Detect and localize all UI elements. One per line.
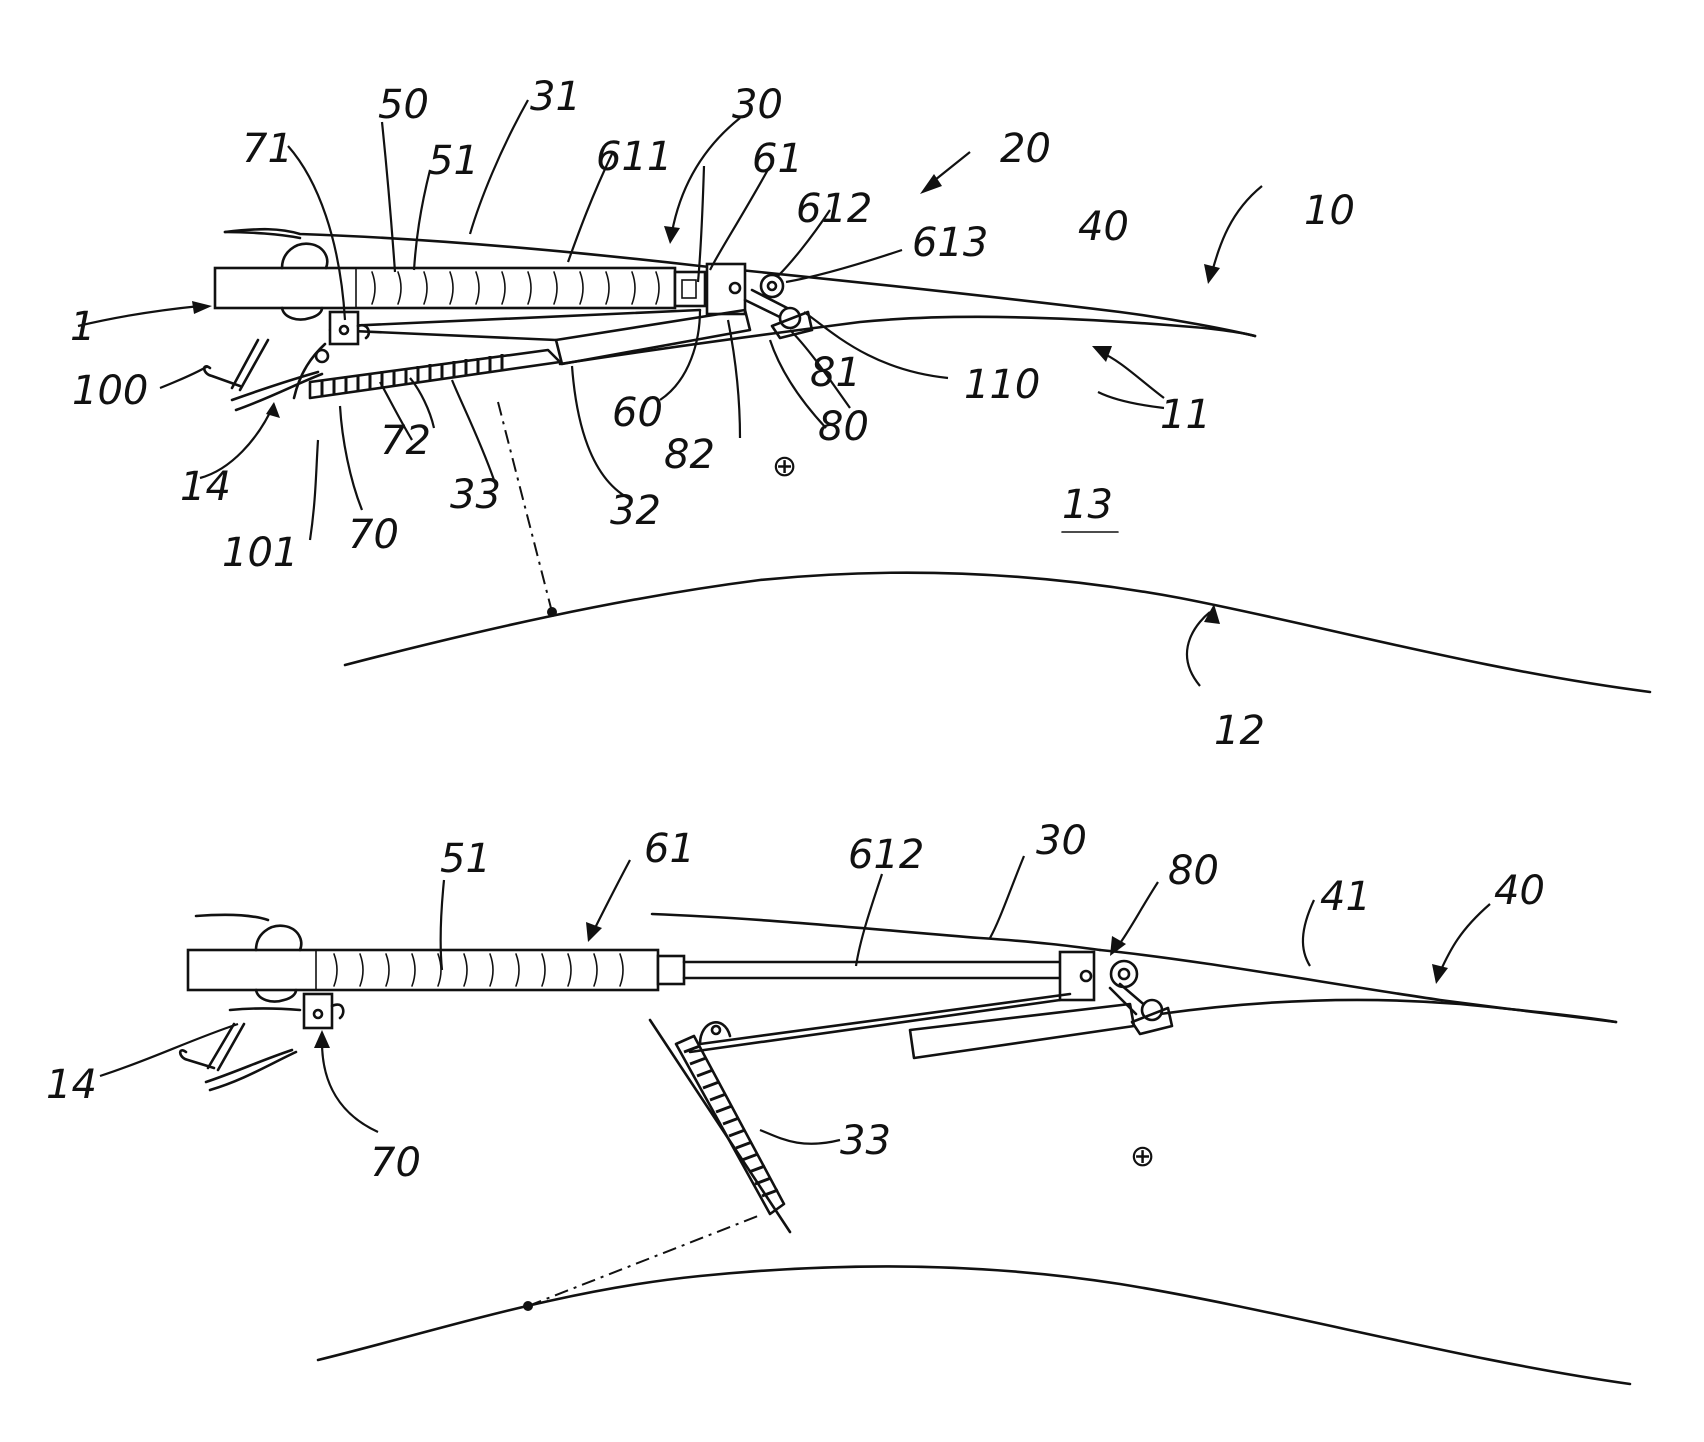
label-51: 51 xyxy=(428,138,479,184)
label-82: 82 xyxy=(664,432,715,478)
label-20: 20 xyxy=(1000,126,1051,172)
label-60: 60 xyxy=(612,390,663,436)
arrow-70-bottom xyxy=(322,1042,378,1132)
rod-end-bracket-bottom xyxy=(1060,952,1094,1000)
arrow-61-bottom xyxy=(594,860,630,930)
link-lug-pin xyxy=(712,1026,720,1034)
label-14: 14 xyxy=(180,464,231,510)
label-100: 100 xyxy=(72,368,148,414)
label-61: 61 xyxy=(752,136,803,182)
nacelle-upper-stub xyxy=(225,232,300,238)
label-101: 101 xyxy=(222,530,298,576)
actuator-mount-bottom xyxy=(256,926,301,950)
center-mark-top: ⊕ xyxy=(772,449,797,484)
label-11: 11 xyxy=(1160,392,1211,438)
arrow-40-bottom-head xyxy=(1432,964,1448,984)
fitting-hook xyxy=(204,366,240,386)
inner-fixed-structure-bottom xyxy=(318,1266,1630,1384)
arrow-10-head xyxy=(1204,264,1220,284)
label-10: 10 xyxy=(1304,188,1355,234)
arrow-40-bottom xyxy=(1440,904,1490,972)
label-31: 31 xyxy=(530,74,581,120)
motion-path-top xyxy=(498,402,552,612)
center-mark-bottom: ⊕ xyxy=(1130,1139,1155,1174)
label-70: 70 xyxy=(348,512,399,558)
label-1: 1 xyxy=(70,304,95,350)
motion-path-bottom xyxy=(528,1216,758,1306)
fitting-hook-bottom xyxy=(180,1050,214,1068)
pivot-613-outer xyxy=(761,275,783,297)
figure-top: ⊕ xyxy=(70,74,1650,754)
actuator-mount-lower xyxy=(282,308,322,320)
label-40: 40 xyxy=(1078,204,1129,250)
actuator-mount-lower-bottom xyxy=(256,990,296,1002)
fitting-link-bottom xyxy=(230,1009,300,1011)
label-14-bottom: 14 xyxy=(46,1062,97,1108)
fitting-100 xyxy=(232,340,268,390)
label-30: 30 xyxy=(732,82,783,128)
arrow-11 xyxy=(1100,352,1164,398)
label-61-bottom: 61 xyxy=(644,826,695,872)
label-50: 50 xyxy=(378,82,429,128)
fitting-bottom xyxy=(208,1024,244,1070)
label-80-bottom: 80 xyxy=(1168,848,1219,894)
actuator-cylinder-bottom xyxy=(188,950,658,990)
label-12: 12 xyxy=(1214,708,1265,754)
transcowl-panel-32 xyxy=(556,310,750,364)
label-71: 71 xyxy=(242,126,293,172)
inner-fixed-structure xyxy=(345,573,1650,692)
arrow-30-head xyxy=(664,226,680,244)
arrow-80-bottom xyxy=(1118,882,1158,946)
label-32: 32 xyxy=(610,488,661,534)
arrow-1 xyxy=(192,301,212,314)
label-13: 13 xyxy=(1062,482,1113,528)
label-611: 611 xyxy=(596,134,672,180)
label-110: 110 xyxy=(964,362,1040,408)
figure-bottom: ⊕ 14 51 61 612 30 80 41 40 33 xyxy=(46,818,1630,1384)
actuator-mount xyxy=(282,244,327,268)
label-33: 33 xyxy=(450,472,501,518)
inner-duct-wall-bottom xyxy=(1160,1000,1616,1022)
label-612: 612 xyxy=(796,186,872,232)
label-72: 72 xyxy=(380,418,431,464)
arrow-30 xyxy=(672,118,740,232)
label-51-bottom: 51 xyxy=(440,836,491,882)
arrow-11-head xyxy=(1092,346,1112,362)
label-70-bottom: 70 xyxy=(370,1140,421,1186)
label-33-bottom: 33 xyxy=(840,1118,891,1164)
pivot-100 xyxy=(316,350,328,362)
label-81: 81 xyxy=(810,350,861,396)
arrow-61-bottom-head xyxy=(586,922,602,942)
fitting-curve-bottom xyxy=(206,1050,296,1090)
outer-cowl-line-bottom xyxy=(652,914,1100,950)
pivot-80-outer xyxy=(1111,961,1137,987)
arrow-10 xyxy=(1212,186,1262,272)
label-41-bottom: 41 xyxy=(1320,874,1371,920)
nacelle-upper-stub-bottom xyxy=(196,915,268,920)
rod-collar xyxy=(658,956,684,984)
label-30-bottom: 30 xyxy=(1036,818,1087,864)
label-613: 613 xyxy=(912,220,988,266)
arrow-70-bottom-head xyxy=(314,1030,330,1048)
label-40-bottom: 40 xyxy=(1494,868,1545,914)
lock-hook-bottom xyxy=(332,1005,343,1018)
cascade-33-deployed-hatch xyxy=(684,1046,778,1196)
label-80: 80 xyxy=(818,404,869,450)
label-612-bottom: 612 xyxy=(848,832,924,878)
slider-block xyxy=(675,272,705,306)
